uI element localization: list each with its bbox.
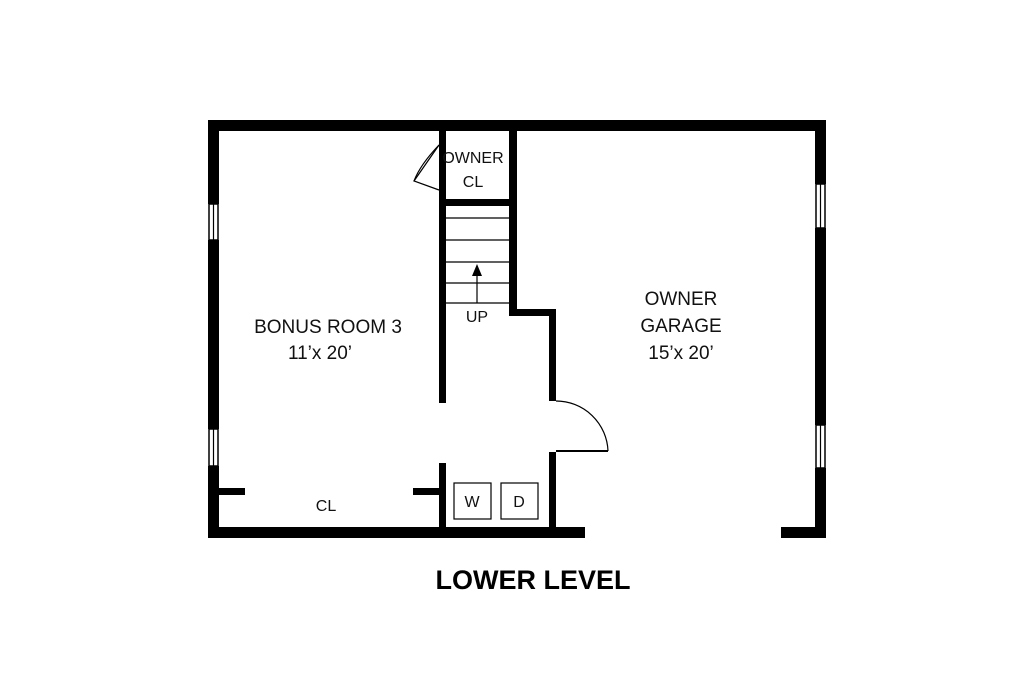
wall-garage-partition-lower [549, 452, 556, 533]
stairs-up-label: UP [466, 309, 488, 326]
wall-closet-stub-right [413, 488, 446, 495]
wall-stair-left-lower [439, 463, 446, 533]
owner-closet-label-line1: OWNER [442, 150, 503, 167]
dryer-label: D [513, 494, 525, 511]
garage-name-line1: OWNER [645, 289, 718, 310]
garage-door-swing [555, 400, 609, 452]
plan-title: LOWER LEVEL [436, 565, 631, 595]
wall-stair-landing [509, 309, 556, 316]
exterior-walls [208, 120, 826, 538]
owner-closet-door [413, 144, 440, 191]
wall-bottom-right-stub [781, 527, 826, 538]
wall-left-lower [208, 466, 219, 538]
wall-right-upper [815, 120, 826, 184]
stairs [446, 217, 509, 304]
wall-left-middle [208, 240, 219, 429]
stairs-up-arrow-icon [472, 264, 482, 276]
doors [413, 144, 609, 452]
washer [453, 482, 492, 520]
garage-name-line2: GARAGE [640, 316, 721, 337]
garage-size: 15’x 20’ [648, 343, 714, 364]
appliances [453, 482, 539, 520]
bonus-room-size: 11’x 20’ [288, 343, 352, 364]
interior-walls [219, 131, 556, 533]
wall-closet-right [509, 131, 517, 314]
wall-right-middle [815, 228, 826, 425]
wall-top [208, 120, 826, 131]
windows [208, 183, 826, 469]
washer-label: W [464, 494, 480, 511]
wall-bottom [208, 527, 585, 538]
dryer [500, 482, 539, 520]
wall-right-lower [815, 468, 826, 538]
bonus-room-name: BONUS ROOM 3 [254, 317, 402, 338]
owner-closet-label-line2: CL [463, 174, 484, 191]
wall-closet-floor [446, 199, 509, 206]
wall-stair-left-upper [439, 131, 446, 403]
wall-closet-stub-left [219, 488, 245, 495]
wall-garage-partition-upper [549, 309, 556, 401]
wall-left-upper [208, 120, 219, 204]
closet-label: CL [316, 498, 337, 515]
